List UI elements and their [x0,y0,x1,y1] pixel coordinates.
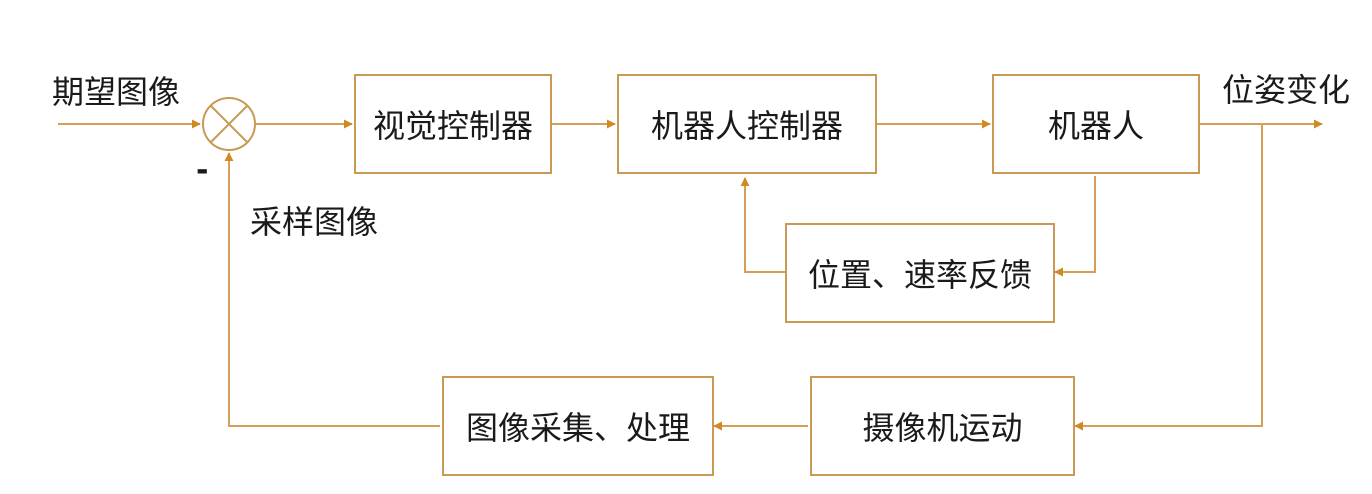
robot-block: 机器人 [992,74,1200,174]
output-to-camera-motion-line [1074,124,1263,431]
camera-motion-block: 摄像机运动 [810,376,1075,476]
robot-to-feedback-line [1054,176,1096,277]
robot-controller-block: 机器人控制器 [617,74,877,174]
output-label: 位姿变化 [1222,71,1351,109]
feedback-to-robot-controller-line [740,177,785,273]
image-acquisition-to-junction-line [224,152,440,427]
summing-junction [202,97,256,151]
image-acquisition-block: 图像采集、处理 [442,376,714,476]
feedback-label: 采样图像 [250,203,379,241]
position-rate-feedback-block: 位置、速率反馈 [785,223,1055,323]
minus-sign: - [196,153,209,188]
visual-controller-block: 视觉控制器 [354,74,552,174]
input-label: 期望图像 [52,73,181,111]
